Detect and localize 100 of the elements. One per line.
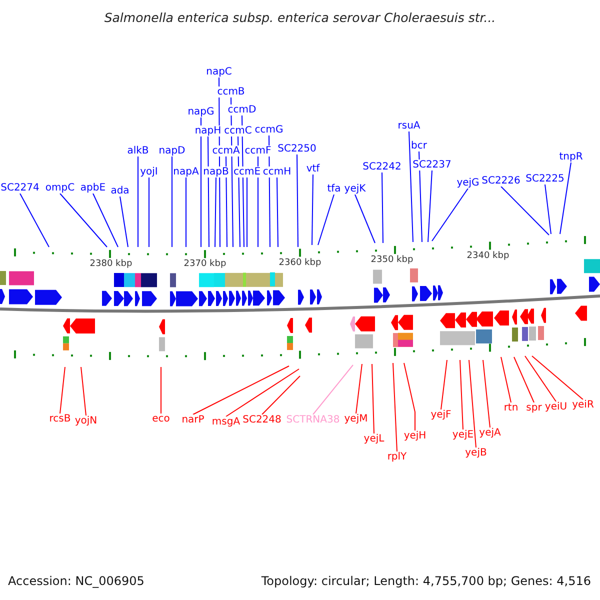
leader-line [148, 177, 150, 248]
gene-label: SC2237 [412, 160, 452, 170]
gene-label: bcr [411, 140, 427, 152]
gene-label: SC2248 [242, 414, 282, 426]
gene-label: ccmA [212, 146, 240, 156]
leader-line [500, 356, 512, 403]
leader-line [60, 366, 66, 414]
leader-line [276, 177, 278, 248]
leader-line [120, 196, 128, 248]
leader-line [460, 360, 464, 430]
leader-line [80, 366, 86, 416]
gene-label: ompC [45, 182, 75, 194]
gene-label: yojI [140, 166, 158, 178]
leader-line [312, 364, 354, 415]
gene-label: napD [158, 146, 186, 156]
leader-line [514, 356, 534, 403]
leader-line [208, 136, 210, 248]
leader-line [500, 186, 550, 236]
leader-line [432, 188, 468, 242]
gene-label: spr [526, 402, 542, 414]
leader-line [296, 154, 298, 248]
gene-label: yejM [344, 414, 368, 424]
gene-label: tnpR [559, 152, 583, 162]
gene-label: tfa [327, 184, 341, 194]
gene-label: vtf [306, 164, 320, 174]
gene-label: ccmC [224, 126, 252, 136]
leader-line [408, 131, 414, 242]
gene-label: alkB [127, 146, 149, 156]
gene-label: ada [110, 186, 130, 196]
gene-label: napC [206, 66, 232, 78]
gene-label: yejA [479, 428, 501, 438]
gene-label: yejK [344, 184, 366, 194]
leader-line [226, 156, 228, 248]
scale-label: 2360 kbp [278, 258, 322, 268]
leader-line [482, 360, 490, 428]
gene-label: yejE [452, 430, 474, 440]
leader-line [312, 174, 314, 246]
gene-label: yejB [465, 448, 487, 458]
leader-line [262, 376, 300, 415]
topology-text: Topology: circular; Length: 4,755,700 bp; Genes: 4,516 [261, 574, 591, 588]
accession-text: Accession: NC_006905 [8, 574, 144, 588]
gene-label: yeiR [572, 400, 594, 410]
leader-line [440, 360, 448, 410]
leader-line [60, 193, 108, 248]
leader-line [544, 184, 552, 234]
gene-label: yejL [364, 434, 384, 444]
scale-label: 2370 kbp [184, 259, 226, 270]
gene-label: SC2274 [0, 182, 40, 194]
gene-label: ccmD [228, 104, 256, 116]
gene-label: yejF [430, 410, 452, 420]
leader-line [354, 194, 376, 244]
gene-label: rsuA [398, 120, 420, 132]
scale-label: 2380 kbp [90, 258, 132, 269]
gene-label: ccmH [262, 166, 292, 178]
gene-label: narP [182, 414, 204, 426]
gene-label: ccmE [233, 166, 261, 178]
gene-label: napA [173, 166, 199, 178]
leader-line [356, 364, 362, 414]
gene-label: ccmF [244, 146, 272, 156]
leader-line [372, 364, 374, 434]
gene-label: rtn [504, 402, 518, 414]
gene-label: SC2250 [278, 144, 316, 154]
leader-line [392, 362, 398, 452]
gene-label: rplY [387, 452, 407, 462]
leader-line [382, 172, 384, 244]
map-title: Salmonella enterica subsp. enterica serovar Choleraesuis str... [104, 10, 496, 25]
scale-label: 2350 kbp [370, 255, 414, 266]
gene-label: yejH [404, 430, 426, 442]
leader-line [524, 356, 556, 402]
scale-label: 2340 kbp [466, 250, 510, 261]
gene-label: ccmG [254, 124, 284, 136]
leader-line [418, 151, 422, 242]
gene-label: yejG [456, 178, 480, 188]
leader-line [428, 170, 432, 242]
leader-line [404, 362, 416, 431]
gene-label: rcsB [49, 414, 71, 424]
leader-line [532, 356, 584, 400]
leader-line [560, 162, 572, 234]
gene-label: apbE [80, 182, 106, 194]
leader-line [20, 193, 50, 248]
gene-label: msgA [212, 416, 240, 428]
leader-line [246, 177, 248, 248]
gene-label: SC2242 [362, 162, 402, 172]
leader-line [160, 366, 162, 414]
gene-label: yojN [74, 416, 98, 426]
gene-label: SC2226 [482, 176, 520, 186]
leader-line [192, 366, 290, 415]
gene-label: SCTRNA38 [286, 414, 340, 426]
leader-line [200, 117, 202, 248]
leader-line [226, 368, 300, 417]
gene-label: eco [152, 414, 170, 424]
gene-label: SC2225 [526, 174, 564, 184]
leader-line [468, 360, 476, 448]
gene-label: ccmB [217, 86, 245, 98]
leader-line [318, 194, 334, 246]
gene-label: napG [188, 106, 214, 118]
gene-label: napB [203, 166, 229, 178]
leader-line [214, 177, 216, 248]
gene-label: yeiU [544, 402, 568, 412]
gene-label: napH [194, 126, 222, 136]
